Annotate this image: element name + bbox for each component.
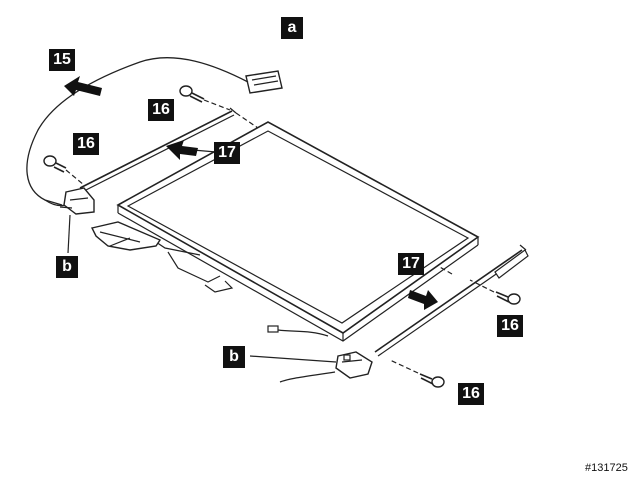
hinge-bottom	[335, 351, 373, 379]
callout-b-left: b	[56, 256, 78, 278]
leader-b-bottom	[249, 355, 337, 363]
callout-17-top: 17	[214, 142, 240, 164]
figure-id: #131725	[585, 462, 628, 474]
screw-left	[43, 155, 67, 173]
screw-right	[495, 291, 521, 305]
arrow-15	[64, 76, 102, 96]
callout-15: 15	[49, 49, 75, 71]
screw-top	[179, 85, 205, 103]
arrow-17-top	[166, 140, 198, 160]
hinge-left	[59, 187, 95, 215]
callout-16-right: 16	[497, 315, 523, 337]
bracket-left	[90, 221, 162, 251]
callout-b-bottom: b	[223, 346, 245, 368]
connector-a	[245, 70, 283, 94]
panel-cable	[267, 325, 329, 337]
antenna-cable-left	[26, 57, 249, 206]
rail-right	[374, 244, 529, 357]
callout-16-bottom: 16	[458, 383, 484, 405]
antenna-cable-bottom	[279, 371, 336, 383]
arrow-17-right	[408, 290, 438, 310]
leader-b-left	[67, 214, 71, 254]
callout-a: a	[281, 17, 303, 39]
screw-bottom	[419, 373, 445, 388]
callout-17-right: 17	[398, 253, 424, 275]
callout-16-top: 16	[148, 99, 174, 121]
callout-16-left: 16	[73, 133, 99, 155]
rail-top-left	[79, 107, 237, 193]
